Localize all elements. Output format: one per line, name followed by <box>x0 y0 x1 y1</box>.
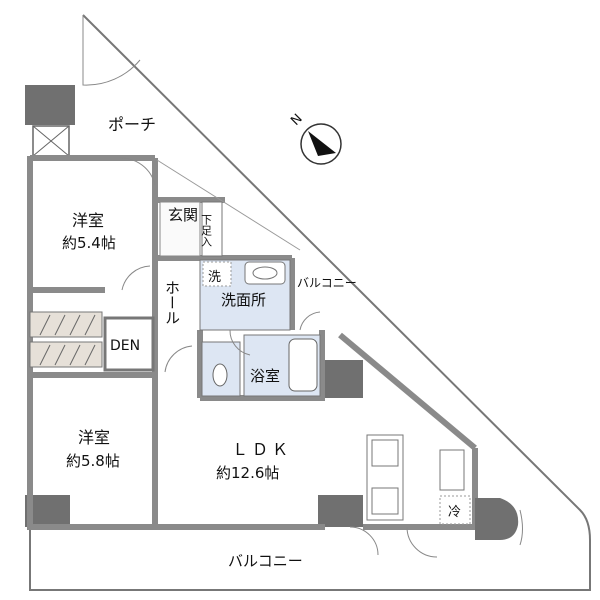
pillar-top-left <box>25 85 75 125</box>
label-balcony-side: バルコニー <box>297 276 357 290</box>
label-ldk-name: ＬＤＫ <box>232 440 292 459</box>
label-den: DEN <box>110 338 140 354</box>
shoebox-area <box>201 201 223 257</box>
porch-door <box>82 15 141 86</box>
ldk-shelf <box>439 449 465 491</box>
label-western2-name: 洋室 <box>78 428 110 447</box>
door-swings <box>119 157 438 558</box>
label-shoebox: 下足入 <box>200 214 213 247</box>
balcony-outline <box>29 14 591 591</box>
label-bathroom: 浴室 <box>250 367 280 385</box>
label-fridge: 冷 <box>448 505 461 520</box>
label-washroom: 洗面所 <box>221 291 266 309</box>
kitchen-sink <box>371 487 399 515</box>
entrance-area <box>159 201 201 257</box>
label-western1-size: 約5.4帖 <box>62 234 116 252</box>
label-entrance: 玄関 <box>168 206 198 224</box>
walls <box>27 155 478 530</box>
label-porch: ポーチ <box>108 115 156 134</box>
label-ldk-size: 約12.6帖 <box>216 464 279 482</box>
pillar-bottom-mid <box>318 495 363 527</box>
den-room <box>103 316 155 372</box>
fridge-box <box>439 495 471 525</box>
label-washer: 洗 <box>208 270 221 285</box>
sink <box>244 261 286 285</box>
bathtub <box>288 338 318 392</box>
stove <box>371 439 399 467</box>
label-hall: ホール <box>163 280 181 325</box>
toilet <box>212 363 228 387</box>
closets <box>29 311 103 368</box>
balcony-curve <box>519 509 523 546</box>
label-western1-name: 洋室 <box>72 211 104 230</box>
pillar-mid-right <box>325 360 363 398</box>
label-western2-size: 約5.8帖 <box>66 452 120 470</box>
kitchen-corner <box>475 498 519 540</box>
label-balcony-bottom: バルコニー <box>228 552 303 570</box>
washer-slot <box>202 261 232 287</box>
compass-label: N <box>288 111 305 128</box>
compass-icon: N <box>288 111 342 165</box>
